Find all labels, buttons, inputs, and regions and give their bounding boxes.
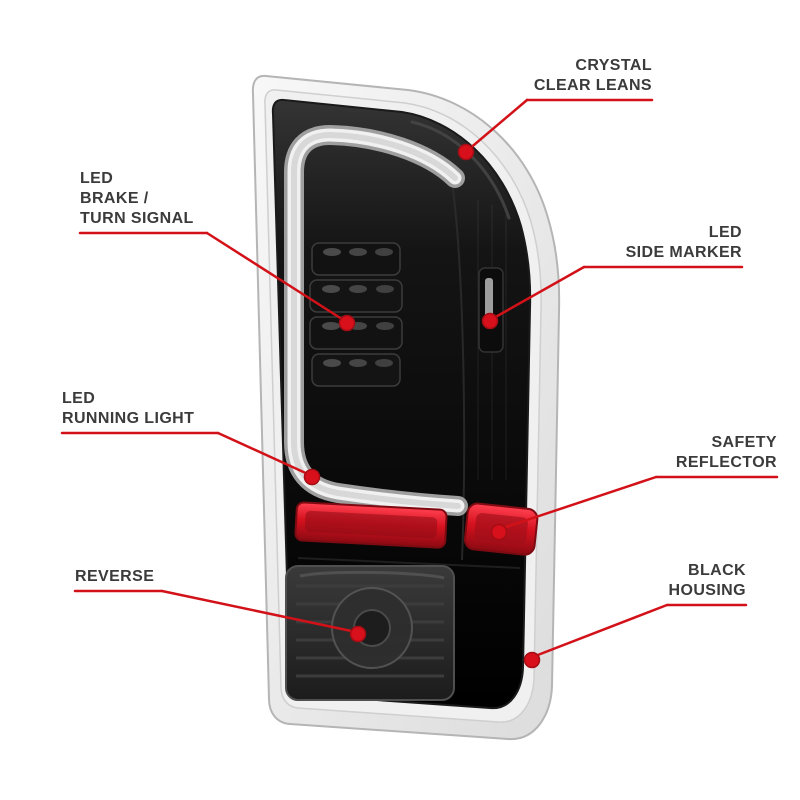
callout-label-line: TURN SIGNAL — [80, 210, 194, 227]
callout-label-line: LED — [708, 224, 742, 241]
callout-dot-led-brake-turn-signal — [338, 314, 356, 332]
callout-dot-safety-reflector — [490, 523, 508, 541]
callout-label-line: SIDE MARKER — [625, 244, 742, 261]
callout-label-line: LED — [80, 170, 114, 187]
callout-label-black-housing: BLACK HOUSING — [546, 561, 746, 601]
callout-label-line: CRYSTAL — [575, 57, 652, 74]
callout-dot-led-running-light — [303, 468, 321, 486]
callout-line-crystal-clear-lens — [466, 98, 654, 152]
callout-line-led-side-marker — [490, 265, 744, 321]
callout-dot-black-housing — [523, 651, 541, 669]
callout-label-line: REVERSE — [75, 568, 155, 585]
callout-label-crystal-clear-lens: CRYSTAL CLEAR LEANS — [452, 56, 652, 96]
callout-label-line: BLACK — [688, 562, 746, 579]
callout-dot-crystal-clear-lens — [457, 143, 475, 161]
housing-seam-horizontal — [297, 557, 521, 569]
callout-label-led-brake-turn-signal: LED BRAKE / TURN SIGNAL — [80, 169, 300, 229]
callout-label-led-running-light: LED RUNNING LIGHT — [62, 389, 282, 429]
callout-dot-led-side-marker — [481, 312, 499, 330]
reflector-bar-left — [294, 501, 448, 549]
reverse-light-lens — [285, 565, 455, 701]
callout-label-reverse: REVERSE — [75, 567, 275, 587]
callout-label-line: RUNNING LIGHT — [62, 410, 195, 427]
callout-label-led-side-marker: LED SIDE MARKER — [542, 223, 742, 263]
callout-label-line: REFLECTOR — [675, 454, 777, 471]
led-side-marker-strip — [478, 267, 504, 353]
callout-line-reverse — [73, 589, 358, 634]
callout-line-safety-reflector — [495, 475, 779, 532]
callout-label-line: LED — [62, 390, 96, 407]
callout-label-line: SAFETY — [711, 434, 777, 451]
callout-label-line: CLEAR LEANS — [533, 77, 652, 94]
callout-line-led-running-light — [60, 431, 312, 477]
callout-line-led-brake-turn-signal — [78, 231, 347, 323]
callout-label-line: HOUSING — [668, 582, 746, 599]
callout-label-safety-reflector: SAFETY REFLECTOR — [577, 433, 777, 473]
callout-label-line: BRAKE / — [80, 190, 149, 207]
callout-line-black-housing — [528, 603, 748, 660]
led-light-bar-tube — [284, 124, 468, 516]
callout-dot-reverse — [349, 625, 367, 643]
